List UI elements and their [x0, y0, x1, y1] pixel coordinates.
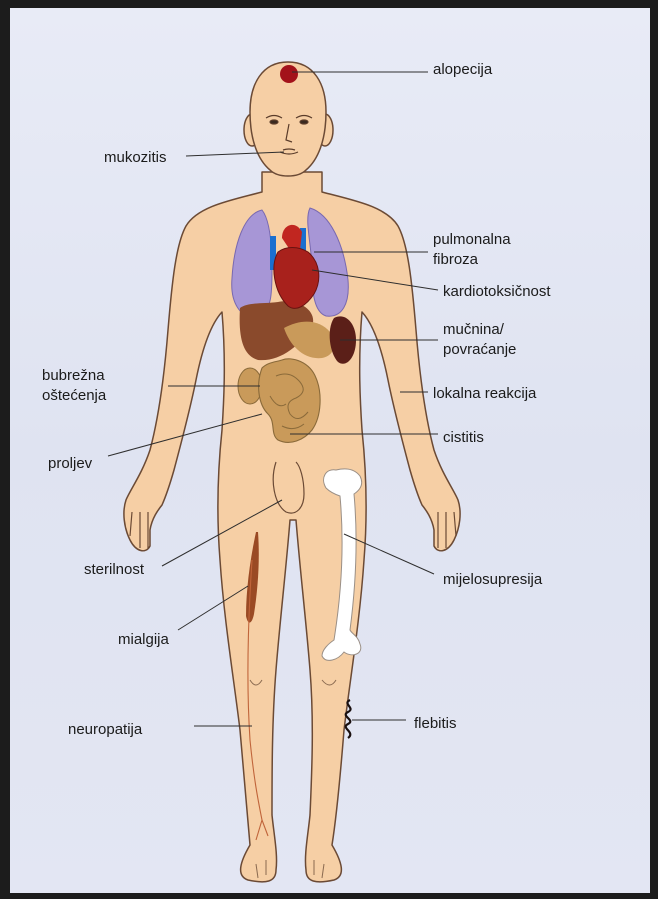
label-mucositis: mukozitis [104, 148, 167, 168]
label-local-reaction: lokalna reakcija [433, 384, 536, 404]
alopecia-spot [280, 65, 298, 83]
label-myalgia: mialgija [118, 630, 169, 650]
label-diarrhea: proljev [48, 454, 92, 474]
body-diagram [10, 8, 650, 893]
label-cystitis: cistitis [443, 428, 484, 448]
label-cardiotoxicity: kardiotoksičnost [443, 282, 551, 302]
label-phlebitis: flebitis [414, 714, 457, 734]
label-nausea-line1: mučnina/ [443, 320, 516, 340]
label-kidney-damage-line1: bubrežna [42, 366, 106, 386]
label-kidney-damage-line2: oštećenja [42, 386, 106, 406]
label-pulmonary-fibrosis: pulmonalna fibroza [433, 230, 511, 270]
label-neuropathy: neuropatija [68, 720, 142, 740]
diagram-page: alopecija mukozitis pulmonalna fibroza k… [10, 8, 650, 893]
label-pulmonary-fibrosis-line2: fibroza [433, 250, 511, 270]
label-sterility: sterilnost [84, 560, 144, 580]
label-nausea-line2: povraćanje [443, 340, 516, 360]
label-nausea: mučnina/ povraćanje [443, 320, 516, 360]
label-kidney-damage: bubrežna oštećenja [42, 366, 106, 406]
body-silhouette [124, 62, 460, 882]
label-myelosuppression: mijelosupresija [443, 570, 542, 590]
label-alopecia: alopecija [433, 60, 492, 80]
label-pulmonary-fibrosis-line1: pulmonalna [433, 230, 511, 250]
